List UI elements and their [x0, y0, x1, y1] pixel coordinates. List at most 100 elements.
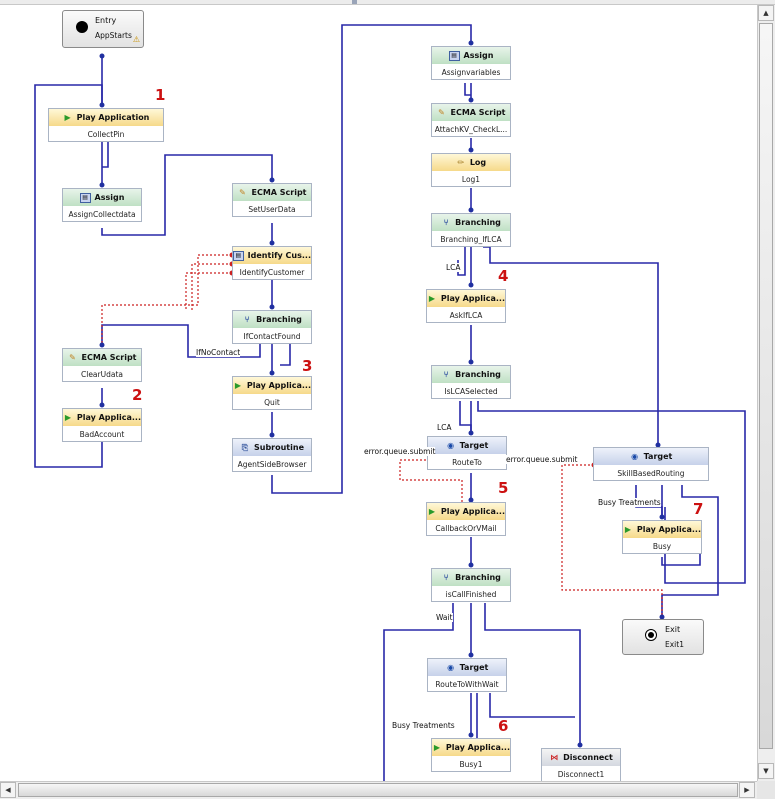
node-type: Play Applica... — [636, 525, 701, 534]
node-name: AgentSideBrowser — [237, 459, 307, 469]
warning-icon: ⚠ — [132, 35, 140, 44]
horizontal-scroll-thumb[interactable] — [18, 783, 738, 797]
node-clear-udata[interactable]: ✎ECMA Script ClearUdata — [62, 348, 142, 382]
node-log1[interactable]: ✏Log Log1 — [431, 153, 511, 187]
ecma-script-icon: ✎ — [239, 188, 246, 197]
node-ask-if-lca[interactable]: ▶Play Applica... AskIfLCA — [426, 289, 506, 323]
connection-wires — [34, 24, 746, 781]
node-name: Branching_IfLCA — [440, 234, 502, 244]
node-bad-account[interactable]: ▶Play Applica... BadAccount — [62, 408, 142, 442]
node-name: Disconnect1 — [557, 769, 605, 779]
node-assign-collect[interactable]: ▤Assign AssignCollectdata — [62, 188, 142, 222]
node-type: Play Applica... — [445, 743, 510, 752]
vertical-scroll-thumb[interactable] — [759, 23, 773, 749]
play-icon: ▶ — [64, 113, 71, 122]
node-type: Target — [459, 663, 489, 672]
node-busy1[interactable]: ▶Play Applica... Busy1 — [431, 738, 511, 772]
node-name: Busy — [652, 541, 672, 551]
edge-label: IfNoContact — [196, 348, 241, 357]
exit-title: Exit — [665, 625, 681, 634]
top-scroll-thumb[interactable] — [352, 0, 357, 4]
wire-badaccount-loop — [34, 84, 103, 468]
identify-icon: ▤ — [233, 250, 244, 261]
edge-label: LCA — [446, 263, 461, 272]
node-type: Assign — [463, 51, 494, 60]
assign-icon: ▤ — [79, 192, 91, 203]
scroll-left-button[interactable]: ◀ — [0, 782, 16, 798]
node-name: AttachKV_CheckL... — [434, 124, 508, 134]
node-is-lca-selected[interactable]: ⑂ Branching IsLCASelected — [431, 365, 511, 399]
node-assign-variables[interactable]: ▤Assign Assignvariables — [431, 46, 511, 80]
node-quit[interactable]: ▶ Play Applica... Quit — [232, 376, 312, 410]
scrollbar-corner — [757, 781, 775, 799]
edge-label: error.queue.submit — [364, 447, 436, 456]
node-identify-customer[interactable]: ▤Identify Cus... IdentifyCustomer — [232, 246, 312, 280]
edge-label: Busy Treatments — [598, 498, 661, 507]
node-callback-or-vmail[interactable]: ▶Play Applica... CallbackOrVMail — [426, 502, 506, 536]
node-name: RouteTo — [452, 457, 482, 467]
disconnect-icon: ⋈ — [550, 753, 559, 762]
node-type: Branching — [455, 370, 501, 379]
branching-icon: ⑂ — [443, 370, 449, 379]
exit-node[interactable]: Exit Exit1 — [622, 619, 704, 655]
node-name: Log1 — [461, 174, 481, 184]
node-skill-based-routing[interactable]: ◉Target SkillBasedRouting — [593, 447, 709, 481]
pencil-icon: ✏ — [457, 158, 465, 167]
node-type: Target — [643, 452, 673, 461]
node-busy[interactable]: ▶Play Applica... Busy — [622, 520, 702, 554]
node-type: Target — [459, 441, 489, 450]
exit-icon — [645, 629, 657, 641]
horizontal-scrollbar[interactable]: ◀ ▶ — [0, 781, 757, 799]
annotation-number: 1 — [155, 86, 166, 104]
node-name: CallbackOrVMail — [435, 523, 497, 533]
node-collect-pin[interactable]: ▶Play Application CollectPin — [48, 108, 164, 142]
node-name: IsLCASelected — [444, 386, 498, 396]
node-route-to-with-wait[interactable]: ◉Target RouteToWithWait — [427, 658, 507, 692]
target-icon: ◉ — [447, 663, 455, 672]
node-agent-side-browser[interactable]: ⎘Subroutine AgentSideBrowser — [232, 438, 312, 472]
wire-ifnocontact-clearudata — [101, 324, 261, 358]
play-icon: ▶ — [428, 294, 435, 303]
node-type: Branching — [256, 315, 302, 324]
entry-icon — [76, 21, 88, 33]
scroll-down-button[interactable]: ▼ — [758, 763, 774, 779]
annotation-number: 6 — [498, 717, 509, 735]
node-set-user-data[interactable]: ✎ECMA Script SetUserData — [232, 183, 312, 217]
play-icon: ▶ — [234, 381, 241, 390]
node-name: BadAccount — [79, 429, 125, 439]
scroll-up-button[interactable]: ▲ — [758, 5, 774, 21]
node-type: Play Application — [76, 113, 150, 122]
node-type: Play Applica... — [440, 507, 505, 516]
node-route-to[interactable]: ◉Target RouteTo — [427, 436, 507, 470]
node-is-call-finished[interactable]: ⑂Branching isCallFinished — [431, 568, 511, 602]
node-branching-if-lca[interactable]: ⑂Branching Branching_IfLCA — [431, 213, 511, 247]
node-attach-kv[interactable]: ✎ECMA Script AttachKV_CheckL... — [431, 103, 511, 137]
node-name: IfContactFound — [243, 331, 301, 341]
node-name: SkillBasedRouting — [617, 468, 685, 478]
node-name: ClearUdata — [81, 369, 123, 379]
edge-label: error.queue.submit — [506, 455, 578, 464]
vertical-scrollbar[interactable]: ▲ ▼ — [757, 5, 775, 781]
subroutine-icon: ⎘ — [241, 442, 249, 452]
scroll-right-button[interactable]: ▶ — [739, 782, 755, 798]
branching-icon: ⑂ — [443, 218, 449, 227]
node-name: AssignCollectdata — [68, 209, 136, 219]
edge-label: Wait — [436, 613, 453, 622]
node-type: Assign — [94, 193, 125, 202]
node-type: Identify Cus... — [247, 251, 311, 260]
top-scrollbar[interactable] — [0, 0, 775, 5]
ecma-script-icon: ✎ — [438, 108, 445, 117]
node-type: ECMA Script — [81, 353, 137, 362]
node-type: ECMA Script — [251, 188, 307, 197]
entry-node[interactable]: Entry AppStarts ⚠ — [62, 10, 144, 48]
node-type: Play Applica... — [246, 381, 311, 390]
exit-name: Exit1 — [665, 640, 684, 649]
node-name: Quit — [264, 397, 280, 407]
diagram-canvas[interactable]: Entry AppStarts ⚠ ▶Play Application Coll… — [0, 5, 757, 781]
wire-wait-loop — [383, 603, 454, 781]
node-if-contact-found[interactable]: ⑂ Branching IfContactFound — [232, 310, 312, 344]
wire-assign-setuserdata — [101, 154, 273, 236]
branching-icon: ⑂ — [244, 315, 250, 324]
node-name: IdentifyCustomer — [239, 267, 305, 277]
node-disconnect1[interactable]: ⋈Disconnect Disconnect1 — [541, 748, 621, 781]
